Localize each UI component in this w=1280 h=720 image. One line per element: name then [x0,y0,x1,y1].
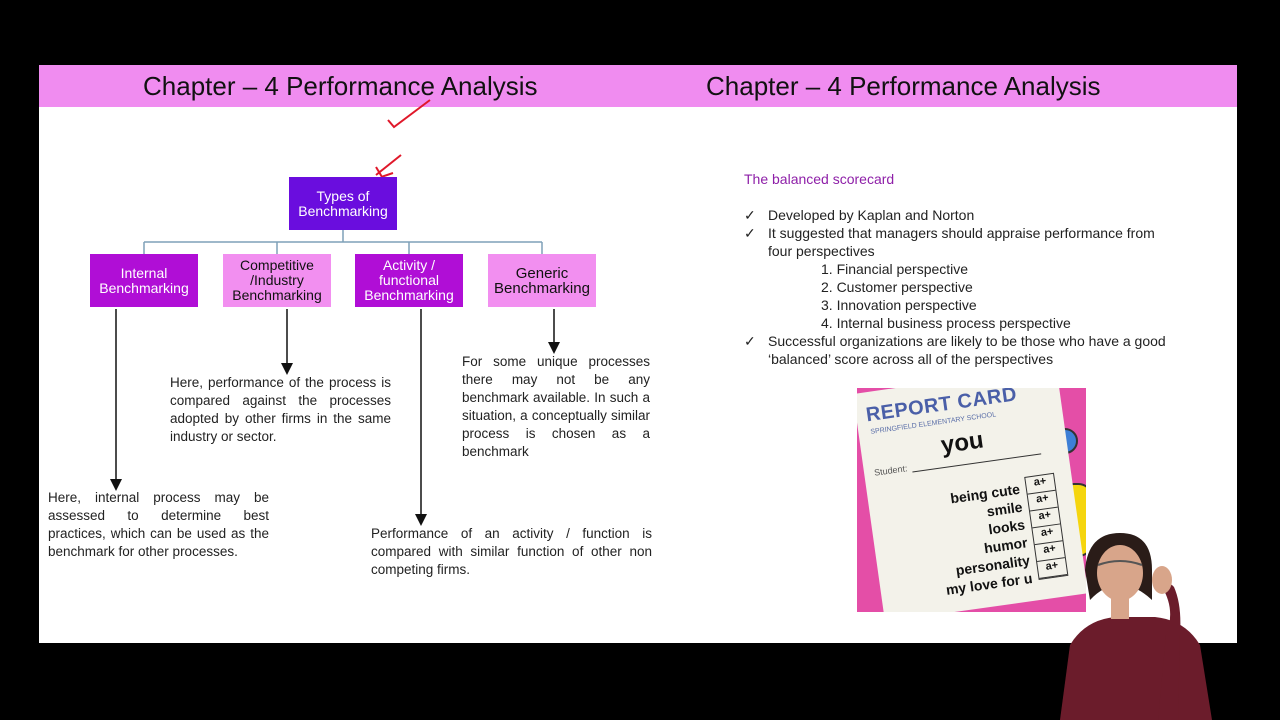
description-arrows [110,309,560,526]
list-item: ✓ It suggested that managers should appr… [744,224,1174,260]
report-card-student-name: you [939,426,986,460]
check-icon: ✓ [744,207,756,223]
report-card-image: REPORT CARD SPRINGFIELD ELEMENTARY SCHOO… [857,388,1086,612]
perspective-item: 3. Innovation perspective [821,297,977,313]
slide: Chapter – 4 Performance Analysis Chapter… [39,65,1237,643]
presenter-video [1060,533,1212,720]
competitive-description: Here, performance of the process is comp… [170,375,391,444]
point-text: It suggested that managers should apprai… [768,225,1155,259]
internal-description: Here, internal process may be assessed t… [48,490,269,559]
scorecard-list: ✓ Developed by Kaplan and Norton ✓ It su… [744,206,1174,368]
left-slide-title: Chapter – 4 Performance Analysis [143,71,538,101]
perspective-item: 2. Customer perspective [821,279,973,295]
check-icon: ✓ [744,225,756,241]
activity-description: Performance of an activity / function is… [371,526,652,577]
annotation-marks [375,99,431,178]
report-card-items: being cute smile looks humor personality… [910,480,1034,602]
list-item: ✓ Successful organizations are likely to… [744,332,1174,368]
generic-benchmarking-box: Generic Benchmarking [488,254,596,307]
perspective-item: 4. Internal business process perspective [821,315,1071,331]
internal-benchmarking-box: Internal Benchmarking [90,254,198,307]
perspective-item: 1. Financial perspective [821,261,969,277]
types-of-benchmarking-box: Types of Benchmarking [289,177,397,230]
competitive-benchmarking-box: Competitive /Industry Benchmarking [223,254,331,307]
report-card-line [912,453,1042,473]
generic-description: For some unique processes there may not … [462,354,650,459]
balanced-scorecard-heading: The balanced scorecard [744,171,895,187]
tree-lines [143,230,543,254]
check-icon: ✓ [744,333,756,349]
point-text: Developed by Kaplan and Norton [768,207,975,223]
report-card-student-label: Student: [873,463,909,478]
activity-benchmarking-box: Activity / functional Benchmarking [355,254,463,307]
title-bar: Chapter – 4 Performance Analysis Chapter… [39,65,1237,107]
list-item: ✓ Developed by Kaplan and Norton [744,206,1174,224]
right-slide-title: Chapter – 4 Performance Analysis [706,71,1101,101]
diagram-connectors [110,99,560,526]
point-text: Successful organizations are likely to b… [768,333,1166,367]
